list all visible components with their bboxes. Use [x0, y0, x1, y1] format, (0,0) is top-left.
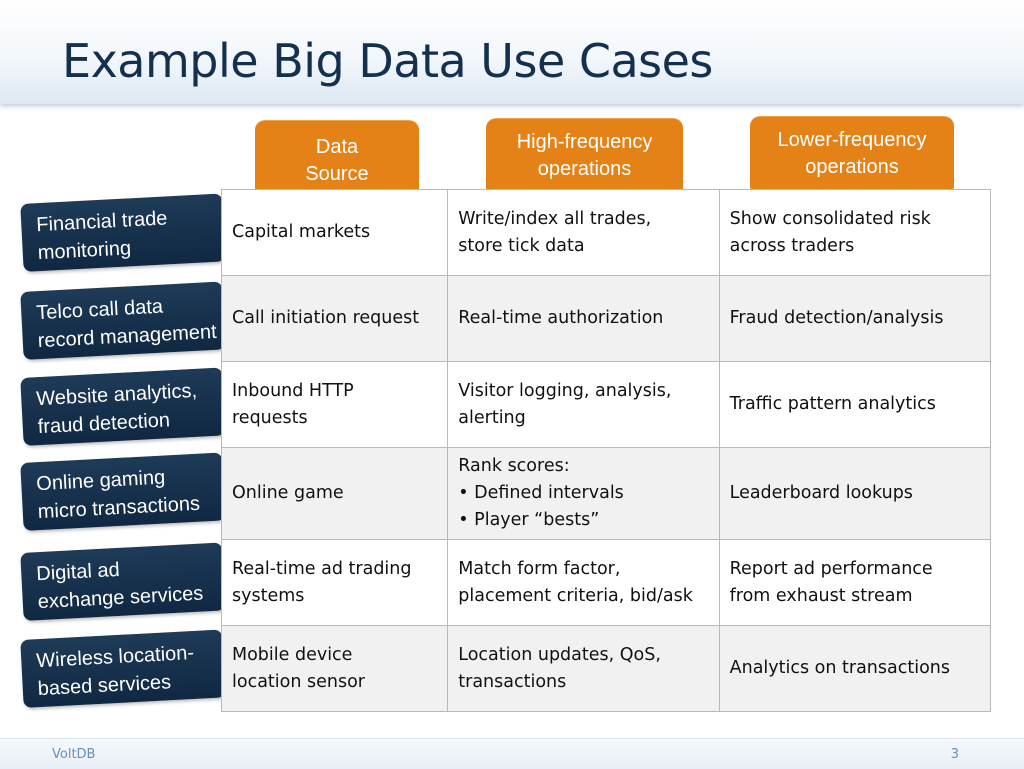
- cell-line: location sensor: [232, 671, 365, 692]
- cell-line: Report ad performance: [729, 558, 933, 579]
- table-cell-data-source: Call initiation request: [220, 275, 449, 362]
- table-row: Capital markets Write/index all trades, …: [220, 189, 992, 276]
- table-cell-lower-frequency: Show consolidated risk across traders: [718, 189, 992, 276]
- cell-line: Location updates, QoS,: [458, 644, 661, 665]
- table-cell-data-source: Real-time ad trading systems: [220, 539, 449, 626]
- cell-line: Traffic pattern analytics: [729, 394, 936, 414]
- use-case-tag: Telco call data record management: [20, 281, 226, 360]
- cell-line: Mobile device: [232, 644, 353, 665]
- use-case-table: Capital markets Write/index all trades, …: [220, 189, 992, 712]
- cell-line: Call initiation request: [232, 308, 420, 328]
- table-cell-lower-frequency: Leaderboard lookups: [718, 447, 992, 540]
- cell-line: • Defined intervals: [458, 483, 624, 503]
- table-cell-high-frequency: Match form factor, placement criteria, b…: [447, 539, 720, 626]
- table-cell-data-source: Online game: [220, 447, 449, 540]
- cell-line: store tick data: [458, 235, 585, 256]
- cell-line: Write/index all trades,: [458, 208, 652, 229]
- header-line: operations: [537, 158, 632, 180]
- table-cell-high-frequency: Visitor logging, analysis, alerting: [447, 361, 720, 448]
- use-case-tag: Online gaming micro transactions: [20, 452, 226, 531]
- cell-line: Show consolidated risk: [729, 208, 931, 229]
- cell-line: Rank scores:: [458, 456, 570, 476]
- table-cell-lower-frequency: Traffic pattern analytics: [718, 361, 992, 448]
- column-header-lower-frequency: Lower-frequency operations: [750, 116, 954, 196]
- slide-title: Example Big Data Use Cases: [62, 34, 713, 88]
- cell-line: placement criteria, bid/ask: [458, 585, 693, 606]
- use-case-tag: Website analytics, fraud detection: [20, 367, 226, 446]
- use-case-tag: Wireless location- based services: [20, 629, 226, 708]
- cell-line: Real-time authorization: [458, 308, 664, 328]
- table-cell-high-frequency: Write/index all trades, store tick data: [447, 189, 720, 276]
- cell-line: Real-time ad trading: [232, 558, 412, 579]
- cell-line: transactions: [458, 671, 567, 692]
- table-cell-high-frequency: Real-time authorization: [447, 275, 720, 362]
- page-number: 3: [950, 747, 959, 762]
- cell-line: Capital markets: [232, 222, 371, 242]
- table-row: Mobile device location sensor Location u…: [220, 625, 992, 712]
- table-cell-lower-frequency: Fraud detection/analysis: [718, 275, 992, 362]
- table-cell-data-source: Capital markets: [220, 189, 449, 276]
- cell-line: Leaderboard lookups: [729, 483, 913, 503]
- table-row: Call initiation request Real-time author…: [220, 275, 992, 362]
- cell-line: requests: [232, 407, 308, 428]
- cell-line: Inbound HTTP: [232, 380, 354, 401]
- slide-footer: VoltDB 3: [0, 738, 1024, 769]
- cell-line: from exhaust stream: [729, 585, 913, 606]
- column-header-high-frequency: High-frequency operations: [486, 118, 683, 198]
- header-line: Source: [305, 163, 369, 185]
- cell-line: systems: [232, 585, 305, 606]
- header-line: High-frequency: [516, 131, 653, 153]
- cell-line: alerting: [458, 407, 526, 428]
- table-cell-high-frequency: Location updates, QoS, transactions: [447, 625, 720, 712]
- footer-brand: VoltDB: [52, 747, 96, 762]
- table-cell-data-source: Inbound HTTP requests: [220, 361, 449, 448]
- cell-line: Visitor logging, analysis,: [458, 380, 672, 401]
- title-bar: Example Big Data Use Cases: [0, 0, 1024, 104]
- cell-line: Analytics on transactions: [729, 658, 950, 678]
- table-cell-lower-frequency: Report ad performance from exhaust strea…: [718, 539, 992, 626]
- use-case-tag: Digital ad exchange services: [20, 542, 226, 621]
- cell-line: • Player “bests”: [458, 510, 600, 530]
- column-header-data-source: Data Source: [255, 120, 419, 200]
- header-line: Lower-frequency: [777, 129, 927, 151]
- table-row: Online game Rank scores: • Defined inter…: [220, 447, 992, 540]
- use-case-tag: Financial trade monitoring: [20, 193, 226, 272]
- table-row: Real-time ad trading systems Match form …: [220, 539, 992, 626]
- cell-line: Fraud detection/analysis: [729, 308, 944, 328]
- cell-line: Match form factor,: [458, 558, 621, 579]
- table-row: Inbound HTTP requests Visitor logging, a…: [220, 361, 992, 448]
- table-cell-data-source: Mobile device location sensor: [220, 625, 449, 712]
- table-cell-lower-frequency: Analytics on transactions: [718, 625, 992, 712]
- header-line: Data: [315, 136, 359, 158]
- header-line: operations: [805, 156, 899, 178]
- cell-line: across traders: [729, 235, 855, 256]
- cell-line: Online game: [232, 483, 344, 503]
- table-cell-high-frequency: Rank scores: • Defined intervals • Playe…: [447, 447, 720, 540]
